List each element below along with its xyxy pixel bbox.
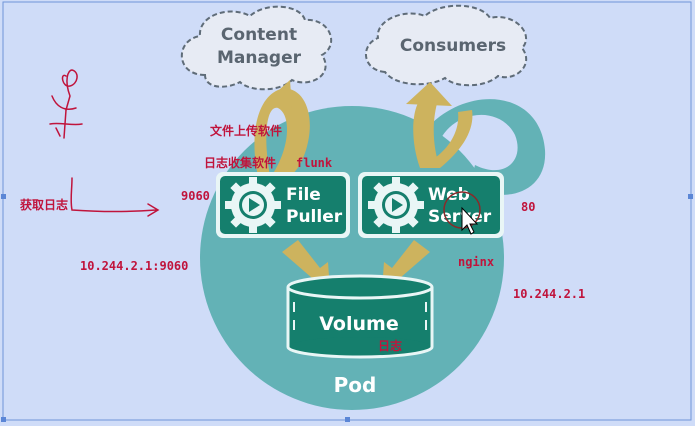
volume-label: Volume (319, 313, 398, 335)
selection-handle-bottom-left[interactable] (1, 417, 6, 422)
annotation-get-logs: 获取日志 (19, 197, 68, 212)
web-server-label-line1: Web (428, 185, 470, 205)
arrow-content-to-puller (254, 80, 310, 178)
pod-label: Pod (334, 373, 377, 397)
content-manager-cloud (180, 5, 333, 91)
arrow-server-to-consumers (406, 82, 473, 168)
mouse-pointer-icon (461, 206, 479, 235)
annotation-logs: 日志 (378, 338, 402, 353)
volume-cylinder (286, 274, 434, 359)
gear-play-icon (225, 177, 281, 233)
consumers-label: Consumers (400, 36, 506, 56)
file-puller-label-line1: File (286, 185, 321, 205)
file-puller-box (216, 172, 350, 238)
annotation-port-9060: 9060 (181, 189, 210, 203)
gear-play-icon (368, 177, 424, 233)
content-manager-label-line1: Content (221, 25, 297, 45)
annotation-nginx: nginx (458, 255, 494, 269)
content-manager-label-line2: Manager (217, 48, 302, 68)
file-puller-label-line2: Puller (286, 207, 343, 227)
annotation-ip: 10.244.2.1 (513, 287, 585, 301)
web-server-label-line2: Server (428, 207, 492, 227)
handwriting-strokes (49, 69, 160, 217)
annotation-ip-port: 10.244.2.1:9060 (80, 259, 188, 273)
annotation-log-collect-software: 日志收集软件 (204, 155, 276, 170)
selection-handle-left[interactable] (1, 194, 6, 199)
annotation-upload-software: 文件上传软件 (210, 123, 282, 138)
selection-handle-bottom[interactable] (345, 417, 350, 422)
consumers-cloud (364, 4, 528, 87)
annotation-flunk: flunk (296, 156, 333, 170)
annotation-port-80: 80 (521, 200, 535, 214)
web-server-box (358, 172, 504, 238)
selection-handle-right[interactable] (688, 194, 693, 199)
